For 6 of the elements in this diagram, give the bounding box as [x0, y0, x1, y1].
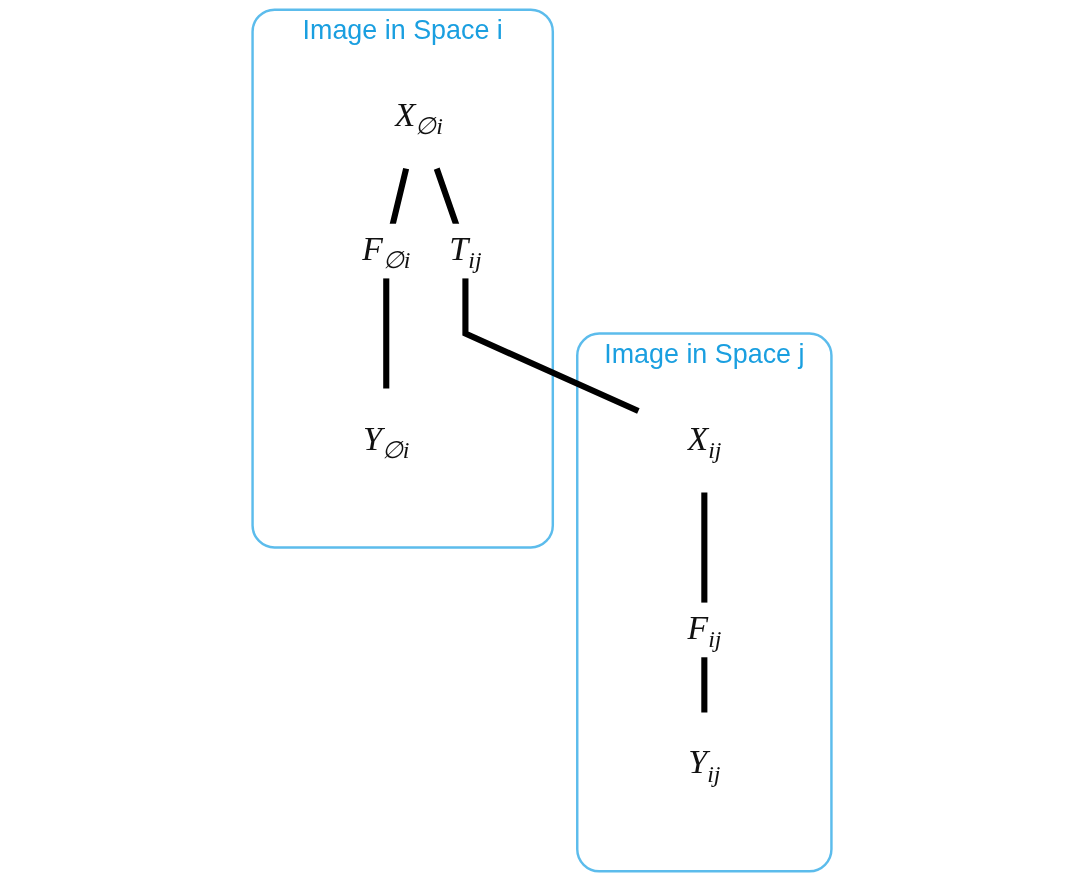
node-text: Y$_{ij}$	[688, 742, 721, 787]
edge-label: T$_{ij}$	[449, 229, 482, 274]
connector	[433, 167, 640, 414]
node-text: Y$_{∅i}$	[363, 419, 410, 463]
edge-label: F$_{ij}$	[687, 608, 722, 653]
edge-label: F$_{∅i}$	[362, 229, 411, 274]
